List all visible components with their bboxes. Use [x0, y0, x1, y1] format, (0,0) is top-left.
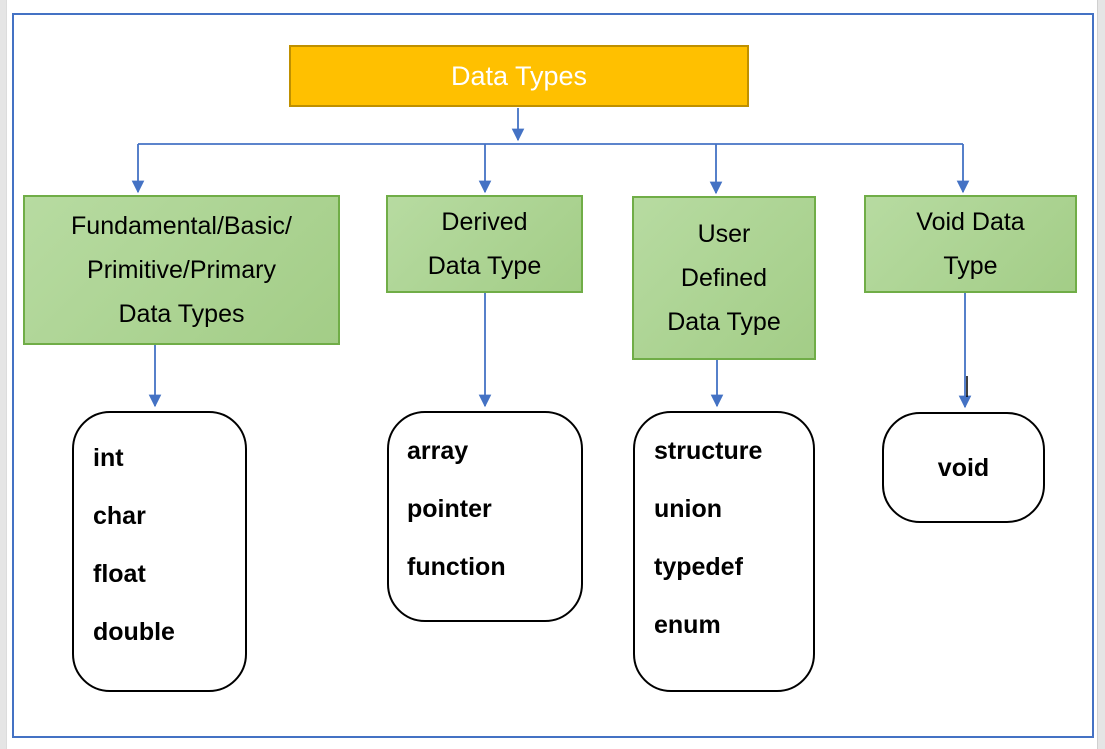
branch-label-line: Type — [943, 252, 998, 280]
branch-label-line: Data Type — [667, 308, 781, 336]
left-gutter — [0, 0, 7, 749]
leaf-item: function — [407, 553, 506, 581]
branch-label-line: Primitive/Primary — [87, 256, 276, 284]
branch-label-line: Fundamental/Basic/ — [71, 212, 292, 240]
leaf-item: union — [654, 495, 723, 523]
branch-node-derived: Derived Data Type — [386, 195, 583, 293]
leaf-item: char — [93, 502, 146, 530]
leaf-item: float — [93, 560, 146, 588]
leaf-item: structure — [654, 437, 763, 465]
branch-node-fundamental: Fundamental/Basic/ Primitive/Primary Dat… — [23, 195, 340, 345]
branch-label-line: Data Type — [427, 252, 542, 280]
branch-label-line: Defined — [680, 264, 768, 292]
page-border — [12, 13, 1094, 738]
leaf-item: double — [93, 618, 175, 646]
leaf-item: int — [93, 444, 124, 472]
leaf-item: typedef — [654, 553, 743, 581]
leaf-item: pointer — [407, 495, 492, 523]
leaf-node-derived-types: array pointer function — [387, 411, 583, 622]
right-gutter — [1097, 0, 1105, 749]
branch-label-line: Void Data — [916, 208, 1025, 236]
leaf-item: void — [937, 453, 990, 482]
leaf-item: enum — [654, 611, 721, 639]
branch-label-line: Data Types — [118, 300, 245, 328]
branch-label-line: User — [697, 220, 751, 248]
leaf-node-void-type: void — [882, 412, 1045, 523]
root-node-data-types: Data Types — [289, 45, 749, 107]
leaf-item: array — [407, 437, 469, 465]
branch-node-user-defined: User Defined Data Type — [632, 196, 816, 360]
branch-label-line: Derived — [441, 208, 528, 236]
leaf-node-user-defined-types: structure union typedef enum — [633, 411, 815, 692]
leaf-node-fundamental-types: int char float double — [72, 411, 247, 692]
branch-node-void: Void Data Type — [864, 195, 1077, 293]
root-node-label: Data Types — [450, 60, 588, 91]
